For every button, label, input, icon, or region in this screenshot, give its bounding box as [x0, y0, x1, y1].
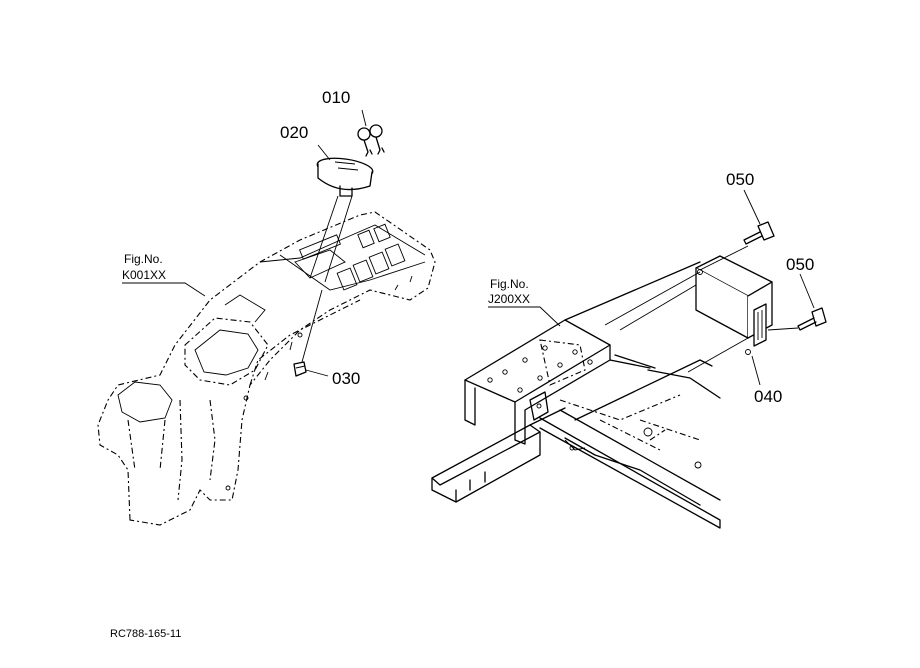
bolt-upper — [699, 221, 775, 271]
label-part-010: 010 — [322, 88, 350, 107]
controller-box — [604, 255, 773, 373]
figure-ref-left-line2: K001XX — [122, 268, 166, 282]
label-part-050-upper: 050 — [726, 170, 754, 189]
figure-ref-right-line2: J200XX — [488, 292, 530, 306]
ignition-keys — [357, 124, 385, 157]
label-part-030: 030 — [332, 369, 360, 388]
frame-bracket — [464, 261, 701, 451]
explode-lines-left — [301, 195, 353, 363]
label-part-050-lower: 050 — [786, 255, 814, 274]
key-switch — [316, 157, 374, 197]
drawing-code: RC788-165-11 — [110, 628, 181, 640]
figure-ref-right-line1: Fig.No. — [490, 277, 529, 291]
screw — [293, 361, 307, 377]
chassis-rails — [431, 354, 721, 529]
bolt-lower — [767, 307, 827, 331]
figure-ref-left-line1: Fig.No. — [124, 252, 163, 266]
label-part-040: 040 — [754, 387, 782, 406]
label-part-020: 020 — [280, 123, 308, 142]
leader-lines — [122, 109, 815, 386]
